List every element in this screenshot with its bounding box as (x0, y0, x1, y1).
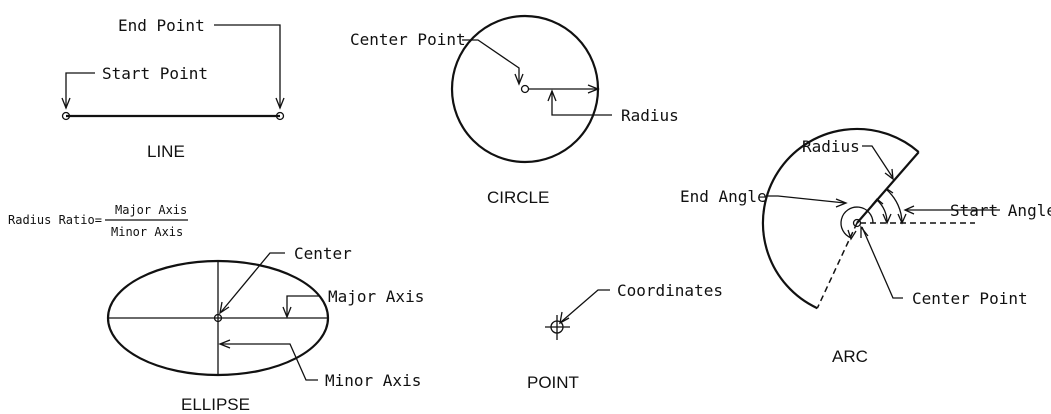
start-angle-arrowhead-c (897, 213, 907, 225)
coordinates-arrowhead (559, 311, 570, 325)
arc-center-marker (852, 218, 862, 228)
arc-radius-leader (862, 145, 894, 179)
circle-center-marker (520, 84, 530, 94)
point-title: POINT (527, 373, 579, 392)
start-angle-leader-arrowhead (903, 205, 915, 215)
minor-axis-arrowhead (218, 339, 231, 349)
arc-radius-arrowhead (884, 168, 894, 181)
circle-entity: Center Point Radius CIRCLE (350, 14, 679, 207)
start-point-arrowhead (61, 97, 71, 110)
end-point-leader (214, 24, 281, 108)
circle-title: CIRCLE (487, 188, 549, 207)
end-angle-leader-arrowhead (835, 198, 848, 208)
major-axis-leader (286, 295, 320, 316)
arc-center-arrowhead (860, 225, 869, 238)
radius-ratio-denominator: Minor Axis (111, 225, 183, 239)
line-title: LINE (147, 142, 185, 161)
start-point-leader (65, 72, 95, 108)
arc-title: ARC (832, 347, 868, 366)
ellipse-entity: Radius Ratio= Major Axis Minor Axis Cent… (8, 203, 424, 414)
point-entity: Coordinates POINT (527, 281, 723, 392)
major-axis-arrowhead (282, 306, 292, 319)
ellipse-minor-axis-label: Minor Axis (325, 371, 421, 390)
ellipse-major-axis-label: Major Axis (328, 287, 424, 306)
start-angle-arc-outer (886, 189, 903, 224)
start-angle-arrowhead-d (881, 188, 894, 195)
end-angle-arc (840, 206, 874, 239)
line-end-point-marker (275, 111, 285, 121)
circle-radius-leader (551, 91, 612, 116)
circle-radius-label: Radius (621, 106, 679, 125)
start-angle-arrowhead-b (871, 198, 884, 206)
circle-center-point-label: Center Point (350, 30, 466, 49)
minor-axis-leader (221, 343, 318, 381)
start-angle-arrowhead-a (882, 213, 892, 225)
arc-entity: Radius End Angle Start Angle Center Poin… (680, 127, 1051, 366)
end-angle-label: End Angle (680, 187, 767, 206)
line-entity: End Point Start Point LINE (61, 16, 285, 161)
ellipse-center-label: Center (294, 244, 352, 263)
circle-radius-arrowhead (587, 84, 600, 94)
arc-radius-label: Radius (802, 137, 860, 156)
start-angle-label: Start Angle (950, 201, 1051, 220)
arc-curve (761, 127, 920, 310)
end-angle-leader (768, 195, 846, 204)
radius-ratio-label: Radius Ratio= (8, 213, 102, 227)
circle-center-arrowhead (514, 73, 524, 86)
ellipse-title: ELLIPSE (181, 395, 250, 414)
ellipse-center-leader (220, 252, 285, 313)
coordinates-leader (560, 289, 610, 323)
arc-center-point-label: Center Point (912, 289, 1028, 308)
end-point-arrowhead (275, 97, 285, 110)
arc-center-leader (861, 226, 903, 299)
circle-radius-leader-arrowhead (547, 89, 557, 102)
arc-end-radius (816, 222, 858, 309)
coordinates-label: Coordinates (617, 281, 723, 300)
start-point-label: Start Point (102, 64, 208, 83)
line-start-point-marker (61, 111, 71, 121)
end-angle-arrowhead (847, 229, 857, 241)
radius-ratio-numerator: Major Axis (115, 203, 187, 217)
end-point-label: End Point (118, 16, 205, 35)
ellipse-center-arrowhead (219, 301, 230, 315)
circle-center-leader (462, 39, 520, 82)
ellipse-center-marker (213, 313, 223, 323)
